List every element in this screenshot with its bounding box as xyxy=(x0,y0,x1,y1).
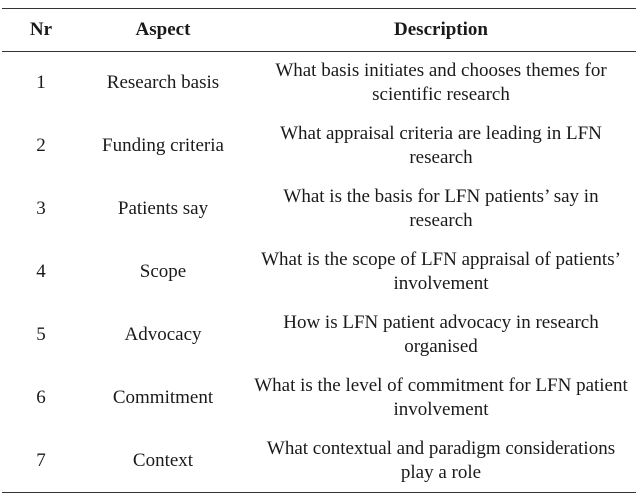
row-aspect: Funding criteria xyxy=(102,135,224,156)
row-description: How is LFN patient advocacy in research … xyxy=(283,312,599,357)
table-row: 7 Context What contextual and paradigm c… xyxy=(2,430,636,493)
row-description: What appraisal criteria are leading in L… xyxy=(280,123,602,168)
row-description: What is the basis for LFN patients’ say … xyxy=(283,186,599,231)
row-aspect: Scope xyxy=(139,261,187,282)
header-nr: Nr xyxy=(29,19,53,40)
row-nr: 5 xyxy=(36,324,46,345)
row-nr: 4 xyxy=(36,261,46,282)
table-row: 1 Research basis What basis initiates an… xyxy=(2,52,636,115)
table-body: 1 Research basis What basis initiates an… xyxy=(2,52,636,493)
row-nr: 7 xyxy=(36,449,46,471)
table-row: 6 Commitment What is the level of commit… xyxy=(2,367,636,430)
row-nr: 2 xyxy=(36,135,46,156)
table-header: Nr Aspect Description xyxy=(2,8,636,52)
row-description: What basis initiates and chooses themes … xyxy=(275,60,607,106)
row-nr: 1 xyxy=(36,72,46,94)
table-row: 5 Advocacy How is LFN patient advocacy i… xyxy=(2,304,636,367)
row-aspect: Advocacy xyxy=(124,324,202,345)
header-aspect: Aspect xyxy=(135,19,191,40)
row-nr: 3 xyxy=(36,198,46,219)
row-description: What is the scope of LFN appraisal of pa… xyxy=(261,249,621,294)
row-aspect: Research basis xyxy=(106,72,220,94)
row-description: What contextual and paradigm considerati… xyxy=(266,437,616,483)
row-aspect: Commitment xyxy=(112,387,214,408)
row-aspect: Context xyxy=(132,449,194,471)
header-description: Description xyxy=(394,19,488,40)
table-row: 4 Scope What is the scope of LFN apprais… xyxy=(2,241,636,304)
row-description: What is the level of commitment for LFN … xyxy=(254,375,628,420)
table-row: 3 Patients say What is the basis for LFN… xyxy=(2,178,636,241)
table-row: 2 Funding criteria What appraisal criter… xyxy=(2,115,636,178)
header-row: Nr Aspect Description xyxy=(2,8,636,52)
row-aspect: Patients say xyxy=(117,198,209,219)
aspects-table: Nr Aspect Description 1 Research basis W… xyxy=(2,8,636,493)
row-nr: 6 xyxy=(36,387,46,408)
